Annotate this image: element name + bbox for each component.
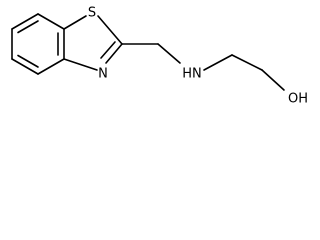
atom-label-sulfur: S — [88, 6, 96, 21]
double-bond — [17, 20, 39, 34]
bond — [231, 54, 263, 71]
bond — [203, 54, 233, 71]
bond — [11, 13, 39, 30]
bond — [63, 15, 87, 30]
bond — [105, 43, 123, 64]
bond — [261, 69, 285, 91]
bond — [37, 58, 65, 75]
bond — [157, 43, 181, 64]
bond — [37, 13, 65, 30]
thiazole-ring — [63, 15, 123, 71]
atom-label-amine: HN — [182, 67, 202, 82]
structure-diagram: S N HN OH — [11, 6, 308, 107]
double-bond — [100, 41, 116, 59]
atom-label-hydroxyl: OH — [288, 92, 308, 107]
atom-label-ring-nitrogen: N — [98, 67, 108, 82]
benzene-ring — [11, 13, 65, 75]
bond — [63, 58, 98, 71]
bond — [11, 58, 39, 75]
side-chain — [121, 43, 285, 91]
double-bond — [17, 54, 39, 68]
bond — [97, 15, 123, 45]
